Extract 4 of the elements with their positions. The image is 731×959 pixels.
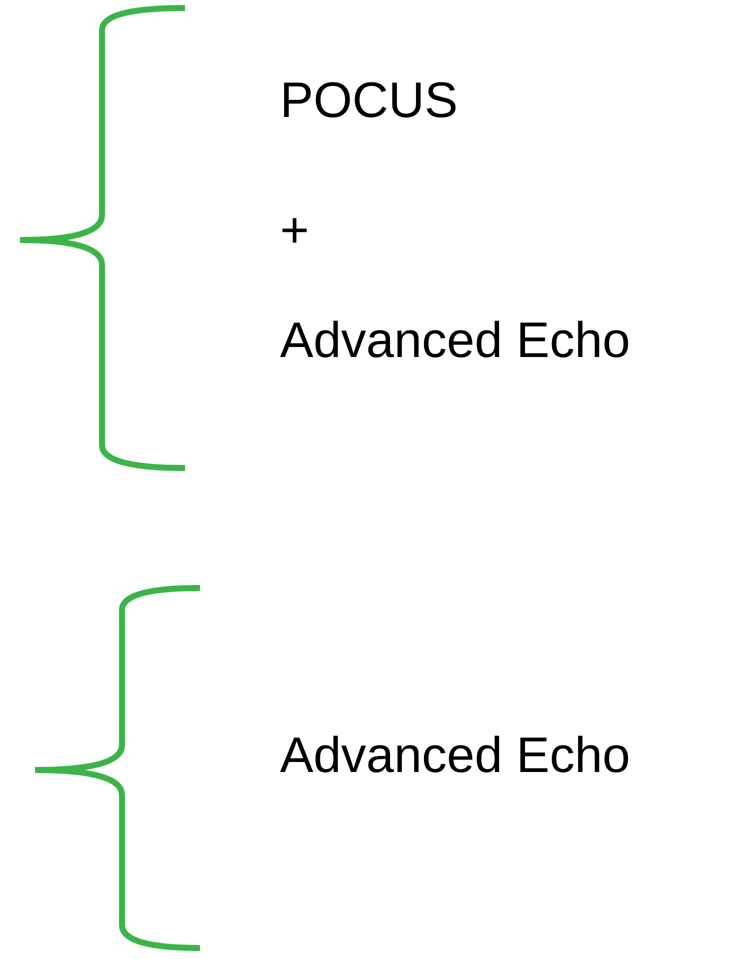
brace-label: Advanced Echo	[280, 315, 630, 365]
brace-label: +	[280, 205, 310, 255]
brace-label: Advanced Echo	[280, 730, 630, 780]
brace-label: POCUS	[280, 75, 458, 125]
